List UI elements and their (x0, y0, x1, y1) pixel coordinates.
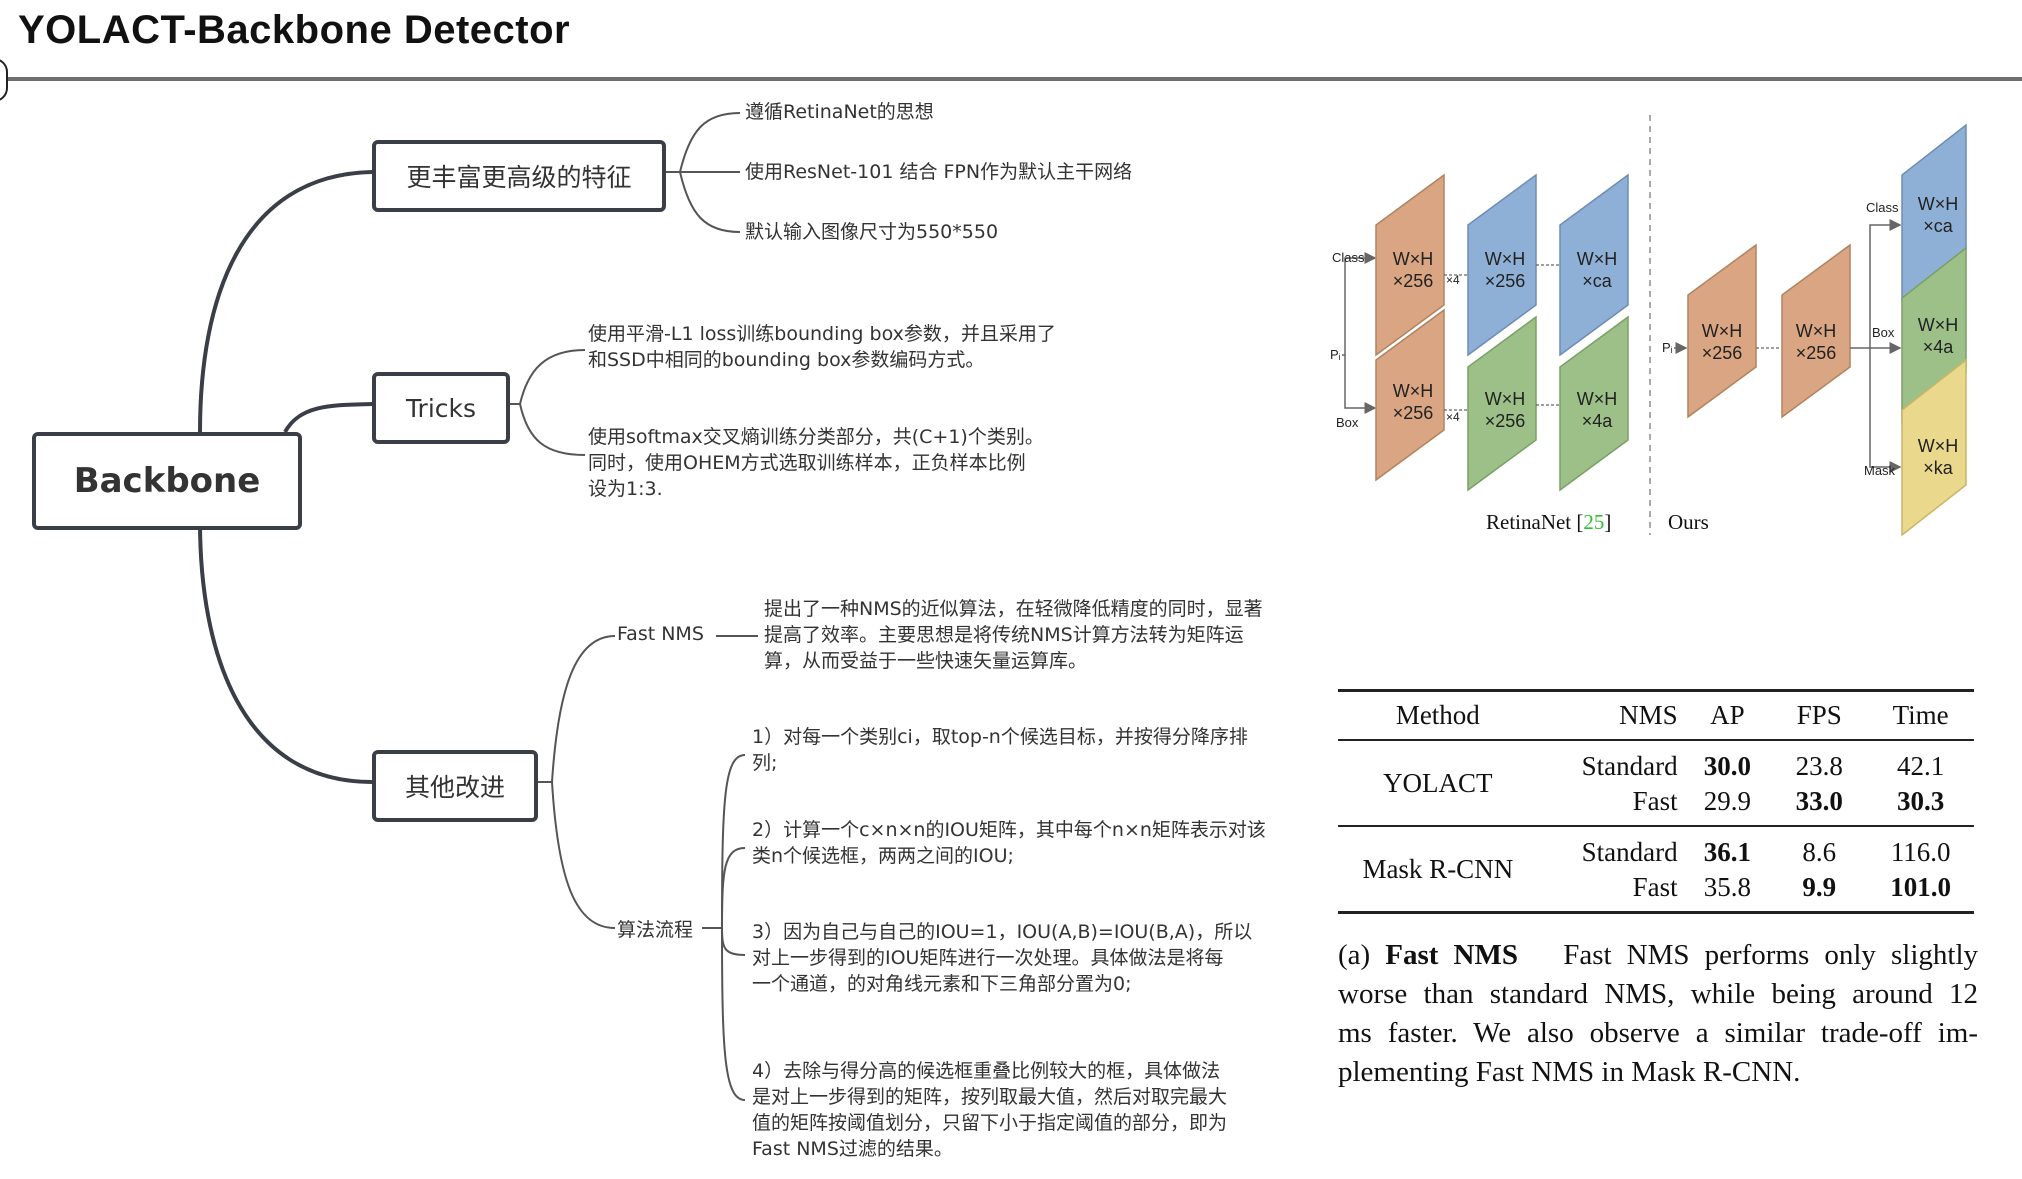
svg-text:×256: ×256 (1393, 403, 1434, 423)
svg-text:W×H: W×H (1702, 321, 1743, 341)
ours-box-label: Box (1872, 325, 1895, 340)
leaf-step-1: 1）对每一个类别ci，取top-n个候选目标，并按得分降序排 列; (752, 726, 1248, 774)
table-cell: Standard (1581, 751, 1678, 781)
svg-text:W×H: W×H (1393, 249, 1434, 269)
branch-richer-features: 更丰富更高级的特征 (372, 140, 666, 212)
svg-text:×4a: ×4a (1582, 411, 1614, 431)
table-cell: 42.1 (1897, 751, 1945, 781)
leaf-smooth-l1: 使用平滑-L1 loss训练bounding box参数，并且采用了 和SSD中… (588, 323, 1056, 371)
ours-diagram: Pᵢ W×H ×256 W×H ×256 Class Box Mask W×H … (1662, 123, 1967, 537)
svg-text:×256: ×256 (1702, 343, 1743, 363)
leaf-step-4: 4）去除与得分高的候选框重叠比例较大的框，具体做法 是对上一步得到的矩阵，按列取… (752, 1060, 1228, 1160)
table-cell: 101.0 (1890, 872, 1952, 902)
retinanet-class-orange-box: W×H ×256 (1375, 173, 1445, 357)
retinanet-box-label: Box (1336, 415, 1359, 430)
retinanet-pi-label: Pᵢ (1330, 347, 1341, 362)
table-cell: Standard (1581, 837, 1678, 867)
table-cell: 33.0 (1795, 786, 1843, 816)
svg-text:W×H: W×H (1577, 389, 1618, 409)
retinanet-box-green-box-2: W×H ×4a (1559, 315, 1629, 492)
table-cell: 29.9 (1703, 786, 1752, 816)
table-cell: Fast (1632, 872, 1678, 902)
retinanet-times4-box: ×4 (1446, 410, 1460, 424)
retinanet-caption: RetinaNet [25] (1486, 510, 1611, 534)
table-cell: 9.9 (1802, 872, 1837, 902)
table-cell: 23.8 (1795, 751, 1843, 781)
connector-root-tricks (283, 402, 373, 434)
leaf-resnet-fpn: 使用ResNet-101 结合 FPN作为默认主干网络 (745, 161, 1133, 183)
table-cell: 36.1 (1703, 837, 1752, 867)
leaf-step-2: 2）计算一个c×n×n的IOU矩阵，其中每个n×n矩阵表示对该 类n个候选框，两… (752, 819, 1266, 867)
table-cell: 30.3 (1897, 786, 1945, 816)
svg-text:W×H: W×H (1393, 381, 1434, 401)
leaf-follow-retinanet: 遵循RetinaNet的思想 (745, 101, 934, 123)
fast-nms-results-table: Method NMS AP FPS Time YOLACT Standard 3… (1338, 689, 1974, 914)
header-fps: FPS (1796, 700, 1842, 730)
header-nms: NMS (1619, 700, 1678, 730)
retinanet-class-label: Class (1332, 250, 1365, 265)
mindmap-root-backbone: Backbone (32, 432, 302, 530)
retinanet-class-blue-box-1: W×H ×256 (1467, 173, 1537, 357)
svg-text:W×H: W×H (1485, 249, 1526, 269)
svg-text:×ka: ×ka (1923, 458, 1954, 478)
title-divider (8, 77, 2022, 81)
svg-text:×256: ×256 (1485, 411, 1526, 431)
svg-text:×ca: ×ca (1923, 216, 1954, 236)
header-time: Time (1892, 700, 1949, 730)
prediction-head-figure: Pᵢ Class Box W×H ×256 ×4 W×H ×256 W×H ×c… (1330, 115, 1967, 537)
ours-yellow-box: W×H ×ka (1901, 358, 1967, 537)
ours-class-label: Class (1866, 200, 1899, 215)
leaf-softmax-ohem: 使用softmax交叉熵训练分类部分，共(C+1)个类别。 同时，使用OHEM方… (588, 426, 1044, 500)
retinanet-class-blue-box-2: W×H ×ca (1559, 173, 1629, 357)
branch-other-improvements: 其他改进 (372, 750, 538, 822)
leaf-fast-nms-desc: 提出了一种NMS的近似算法，在轻微降低精度的同时，显著 提高了效率。主要思想是将… (764, 598, 1263, 672)
table-cell: 116.0 (1890, 837, 1951, 867)
svg-text:W×H: W×H (1577, 249, 1618, 269)
svg-text:×256: ×256 (1393, 271, 1434, 291)
svg-text:W×H: W×H (1796, 321, 1837, 341)
svg-text:×4a: ×4a (1923, 337, 1955, 357)
svg-text:×256: ×256 (1796, 343, 1837, 363)
page-title: YOLACT-Backbone Detector (18, 8, 571, 52)
branch-tricks: Tricks (372, 372, 510, 444)
connector-root-features (198, 170, 373, 433)
table-caption: (a) Fast NMS Fast NMS performs only slig… (1338, 939, 1979, 1088)
leaf-input-size: 默认输入图像尺寸为550*550 (745, 221, 999, 243)
svg-text:W×H: W×H (1485, 389, 1526, 409)
header-ap: AP (1710, 700, 1745, 730)
ours-orange-box-1: W×H ×256 (1687, 243, 1757, 419)
ours-orange-box-2: W×H ×256 (1781, 243, 1851, 419)
table-cell: Fast (1632, 786, 1678, 816)
ours-pi-label: Pᵢ (1662, 340, 1673, 355)
sub-algorithm-flow: 算法流程 (617, 919, 694, 941)
mindmap-connectors (198, 112, 758, 1101)
retinanet-diagram: Pᵢ Class Box W×H ×256 ×4 W×H ×256 W×H ×c… (1330, 173, 1629, 534)
table-cell: 35.8 (1703, 872, 1752, 902)
svg-text:×ca: ×ca (1582, 271, 1613, 291)
sub-fast-nms: Fast NMS (617, 623, 704, 645)
retinanet-times4-class: ×4 (1446, 273, 1460, 287)
ours-caption: Ours (1668, 510, 1709, 534)
svg-text:W×H: W×H (1918, 436, 1959, 456)
table-method-mask-rcnn: Mask R-CNN (1362, 853, 1514, 884)
connector-root-other (198, 521, 373, 784)
table-cell: 30.0 (1703, 751, 1752, 781)
svg-text:×256: ×256 (1485, 271, 1526, 291)
ours-mask-label: Mask (1864, 463, 1896, 478)
leaf-step-3: 3）因为自己与自己的IOU=1，IOU(A,B)=IOU(B,A)，所以 对上一… (752, 921, 1253, 995)
svg-text:W×H: W×H (1918, 315, 1959, 335)
svg-text:W×H: W×H (1918, 194, 1959, 214)
table-cell: 8.6 (1802, 837, 1837, 867)
header-method: Method (1395, 700, 1480, 730)
retinanet-box-green-box-1: W×H ×256 (1467, 315, 1537, 492)
retinanet-box-orange-box: W×H ×256 (1375, 308, 1445, 482)
table-method-yolact: YOLACT (1383, 767, 1493, 798)
